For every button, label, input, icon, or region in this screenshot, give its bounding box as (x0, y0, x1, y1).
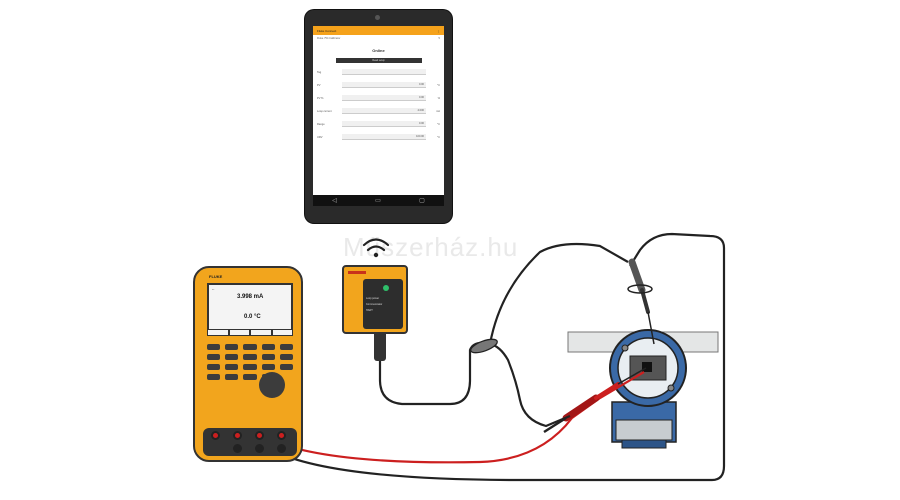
recents-icon[interactable]: ▢ (419, 197, 425, 204)
app-title: Fluke Connect (317, 28, 337, 33)
device-name: Fluke 754 Calibrator (317, 37, 341, 40)
tablet-screen: Fluke Connect ⋮ Fluke 754 Calibrator 5 O… (313, 26, 444, 206)
parameter-unit: % (437, 96, 440, 100)
nav-bar: ◁ ▭ ▢ (313, 195, 444, 206)
key[interactable] (261, 364, 275, 370)
key[interactable] (243, 364, 257, 370)
parameter-label: PV % (317, 96, 324, 100)
calibrator-logo: FLUKE (209, 274, 223, 279)
process-calibrator: FLUKE ▪ ▪ 3.998 mA 0.0 °C (193, 266, 303, 462)
black-jack-icon[interactable] (233, 444, 242, 453)
device-count: 5 (438, 37, 440, 40)
parameter-unit: mA (436, 109, 440, 113)
measure-reading: 3.998 mA (237, 294, 264, 300)
back-icon[interactable]: ◁ (332, 197, 337, 204)
key[interactable] (261, 354, 275, 360)
key[interactable] (243, 354, 257, 360)
parameter-label: PV (317, 83, 321, 87)
parameter-label: Range (317, 122, 325, 126)
key[interactable] (243, 344, 257, 350)
parameter-label: Loop current (317, 109, 332, 113)
module-label: Communicator (366, 303, 383, 306)
parameter-value[interactable]: 0.00 (342, 121, 426, 128)
home-icon[interactable]: ▭ (375, 197, 381, 204)
module-connector (374, 333, 386, 361)
calibrator-display: ▪ ▪ 3.998 mA 0.0 °C (207, 283, 293, 335)
app-bar: Fluke Connect ⋮ (313, 26, 444, 35)
wifi-icon (362, 238, 390, 258)
read-setup-button[interactable]: Read setup (335, 58, 422, 64)
key[interactable] (207, 344, 221, 350)
parameter-row: Tag (313, 68, 444, 76)
parameter-unit: °C (437, 135, 440, 139)
camera-icon (375, 15, 380, 20)
module-label: Loop power (366, 297, 380, 300)
black-jack-icon[interactable] (255, 444, 264, 453)
parameter-unit: °C (437, 122, 440, 126)
parameter-row: URV 100.00 °C (313, 133, 444, 141)
parameter-row: Range 0.00 °C (313, 120, 444, 128)
input-jacks (203, 428, 297, 456)
parameter-label: URV (317, 135, 323, 139)
module-lead-branch (488, 242, 629, 345)
parameter-value[interactable]: 100.00 (342, 134, 426, 141)
parameter-value[interactable]: 4.000 (342, 108, 426, 115)
red-jack-icon[interactable] (233, 431, 242, 440)
red-loop-lead (269, 371, 645, 464)
key[interactable] (261, 344, 275, 350)
key[interactable] (243, 374, 257, 380)
red-jack-icon[interactable] (211, 431, 220, 440)
key[interactable] (225, 354, 239, 360)
softkey-labels (207, 329, 293, 336)
key[interactable] (225, 364, 239, 370)
parameter-unit: °C (437, 83, 440, 87)
parameter-row: PV 0.00 °C (313, 81, 444, 89)
source-reading: 0.0 °C (244, 314, 261, 320)
red-jack-icon[interactable] (255, 431, 264, 440)
key[interactable] (279, 344, 293, 350)
key[interactable] (207, 354, 221, 360)
temperature-transmitter (609, 329, 687, 449)
status-led-icon (383, 285, 389, 291)
key[interactable] (279, 364, 293, 370)
key[interactable] (207, 374, 221, 380)
arrow-pad[interactable] (259, 372, 285, 398)
softkey-1[interactable] (207, 329, 229, 336)
parameter-row: Loop current 4.000 mA (313, 107, 444, 115)
black-test-probe (627, 258, 655, 345)
softkey-2[interactable] (228, 329, 250, 336)
module-lead (378, 341, 571, 428)
softkey-4[interactable] (271, 329, 293, 336)
hart-module: Loop power Communicator HART (342, 265, 408, 334)
card-title: Online (372, 48, 385, 54)
display-status: ▪ ▪ (212, 288, 215, 291)
parameter-value[interactable]: 0.00 (342, 82, 426, 89)
tablet: Fluke Connect ⋮ Fluke 754 Calibrator 5 O… (305, 10, 452, 223)
module-label: HART (366, 309, 373, 312)
key[interactable] (207, 364, 221, 370)
parameter-value[interactable] (342, 69, 426, 76)
softkey-3[interactable] (250, 329, 272, 336)
module-face: Loop power Communicator HART (363, 279, 403, 329)
menu-icon[interactable]: ⋮ (437, 28, 440, 33)
parameter-label: Tag (317, 70, 322, 74)
black-jack-icon[interactable] (277, 444, 286, 453)
key[interactable] (225, 374, 239, 380)
device-header: Fluke 754 Calibrator 5 (313, 35, 444, 42)
fluke-stripe (348, 271, 366, 274)
parameter-row: PV % 0.00% (313, 94, 444, 102)
black-loop-lead (271, 232, 726, 482)
alligator-clip (470, 338, 498, 354)
key[interactable] (225, 344, 239, 350)
red-jack-icon[interactable] (277, 431, 286, 440)
parameter-value[interactable]: 0.00 (342, 95, 426, 102)
key[interactable] (279, 354, 293, 360)
